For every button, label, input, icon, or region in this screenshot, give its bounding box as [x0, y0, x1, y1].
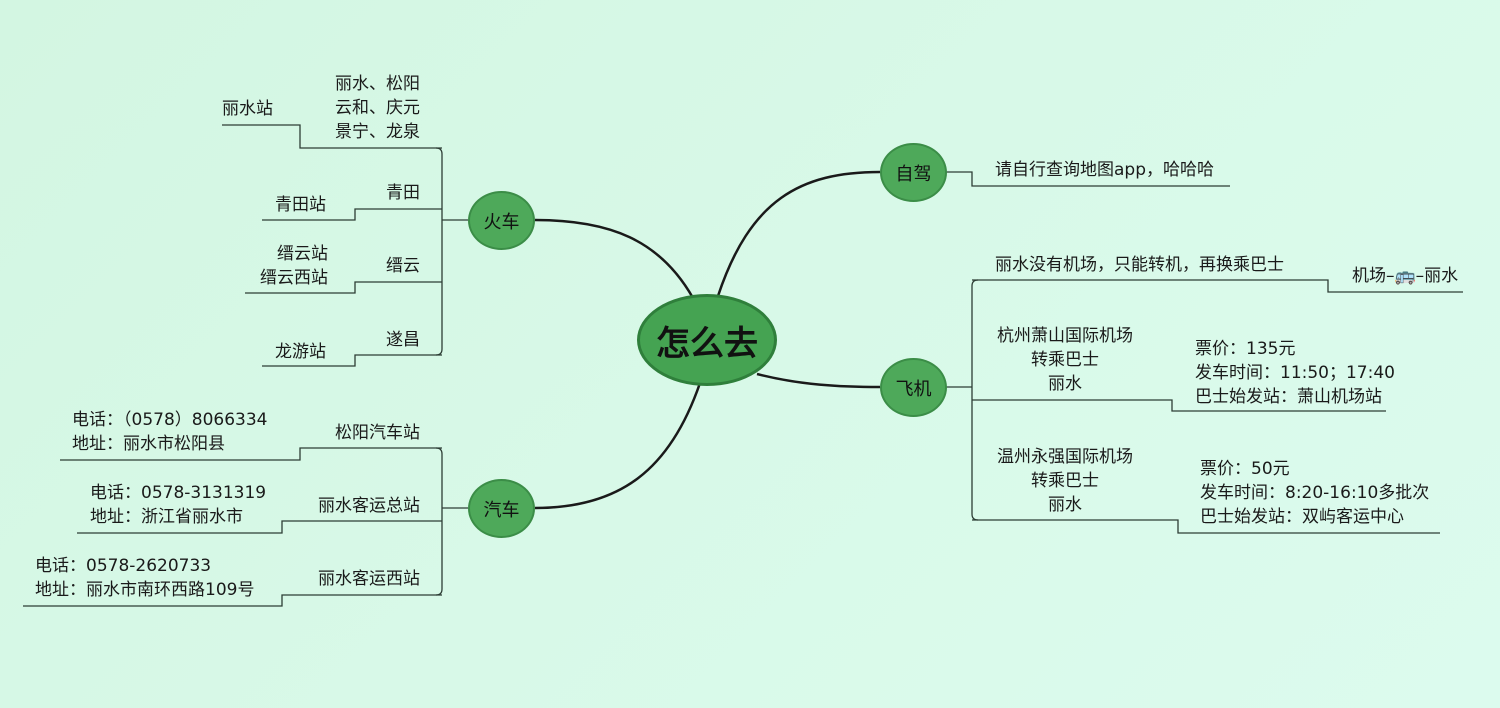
plane-route-summary: 机场–🚌–丽水 — [1352, 266, 1459, 286]
origin-station-text: 巴士始发站：萧山机场站 — [1195, 387, 1382, 407]
station-qingtian: 青田站 — [275, 195, 326, 215]
curve-to-plane — [756, 372, 881, 389]
text-line: 杭州萧山国际机场 — [997, 326, 1133, 346]
text-line: 丽水、松阳 — [335, 74, 420, 94]
bus-info-lishui-main: 电话：0578-3131319 地址：浙江省丽水市 — [90, 481, 266, 529]
station-lishui: 丽水站 — [222, 99, 273, 119]
root-node[interactable]: 怎么去 — [637, 294, 777, 386]
departure-time-text: 发车时间：8:20-16:10多批次 — [1200, 483, 1430, 503]
node-bus[interactable]: 汽车 — [468, 479, 535, 538]
bus-station-songyang: 松阳汽车站 — [335, 423, 420, 443]
node-drive[interactable]: 自驾 — [880, 143, 947, 202]
departure-time-text: 发车时间：11:50；17:40 — [1195, 363, 1395, 383]
train-route-jinyun: 缙云 — [386, 256, 420, 276]
phone-text: 电话：0578-3131319 — [90, 483, 267, 503]
station-longyou: 龙游站 — [275, 342, 326, 362]
bus-info-lishui-west: 电话：0578-2620733 地址：丽水市南环西路109号 — [35, 554, 254, 602]
plane-wenzhou: 温州永强国际机场 转乘巴士 丽水 — [990, 445, 1140, 517]
station-jinyun: 缙云站 缙云西站 — [260, 242, 328, 290]
text-line: 景宁、龙泉 — [335, 122, 420, 142]
text-line: 丽水 — [1048, 374, 1082, 394]
node-plane[interactable]: 飞机 — [880, 358, 947, 417]
curve-to-bus — [534, 382, 702, 510]
plane-wenzhou-detail: 票价：50元 发车时间：8:20-16:10多批次 巴士始发站：双屿客运中心 — [1200, 457, 1429, 529]
origin-station-text: 巴士始发站：双屿客运中心 — [1200, 507, 1404, 527]
train-route-qingtian: 青田 — [386, 183, 420, 203]
curve-to-drive — [716, 170, 881, 297]
text-line: 转乘巴士 — [1031, 350, 1099, 370]
address-text: 地址：丽水市松阳县 — [72, 434, 225, 454]
address-text: 地址：丽水市南环西路109号 — [35, 580, 255, 600]
price-text: 票价：135元 — [1195, 339, 1296, 359]
text-line: 云和、庆元 — [335, 98, 420, 118]
curve-to-train — [534, 218, 695, 299]
address-text: 地址：浙江省丽水市 — [90, 507, 243, 527]
bus-station-lishui-main: 丽水客运总站 — [318, 496, 420, 516]
text-line: 丽水 — [1048, 495, 1082, 515]
price-text: 票价：50元 — [1200, 459, 1290, 479]
phone-text: 电话：0578-2620733 — [35, 556, 212, 576]
plane-hangzhou: 杭州萧山国际机场 转乘巴士 丽水 — [990, 324, 1140, 396]
bus-station-lishui-west: 丽水客运西站 — [318, 569, 420, 589]
text-line: 缙云站 — [277, 244, 328, 264]
train-route-suichang: 遂昌 — [386, 330, 420, 350]
text-line: 转乘巴士 — [1031, 471, 1099, 491]
train-route-lishui: 丽水、松阳 云和、庆元 景宁、龙泉 — [335, 72, 420, 144]
text-line: 温州永强国际机场 — [997, 447, 1133, 467]
plane-hangzhou-detail: 票价：135元 发车时间：11:50；17:40 巴士始发站：萧山机场站 — [1195, 337, 1395, 409]
drive-note: 请自行查询地图app，哈哈哈 — [995, 160, 1214, 180]
plane-note: 丽水没有机场，只能转机，再换乘巴士 — [995, 255, 1284, 275]
text-line: 缙云西站 — [260, 268, 328, 288]
node-train[interactable]: 火车 — [468, 191, 535, 250]
bus-info-songyang: 电话：（0578）8066334 地址：丽水市松阳县 — [72, 408, 267, 456]
phone-text: 电话：（0578）8066334 — [72, 410, 268, 430]
